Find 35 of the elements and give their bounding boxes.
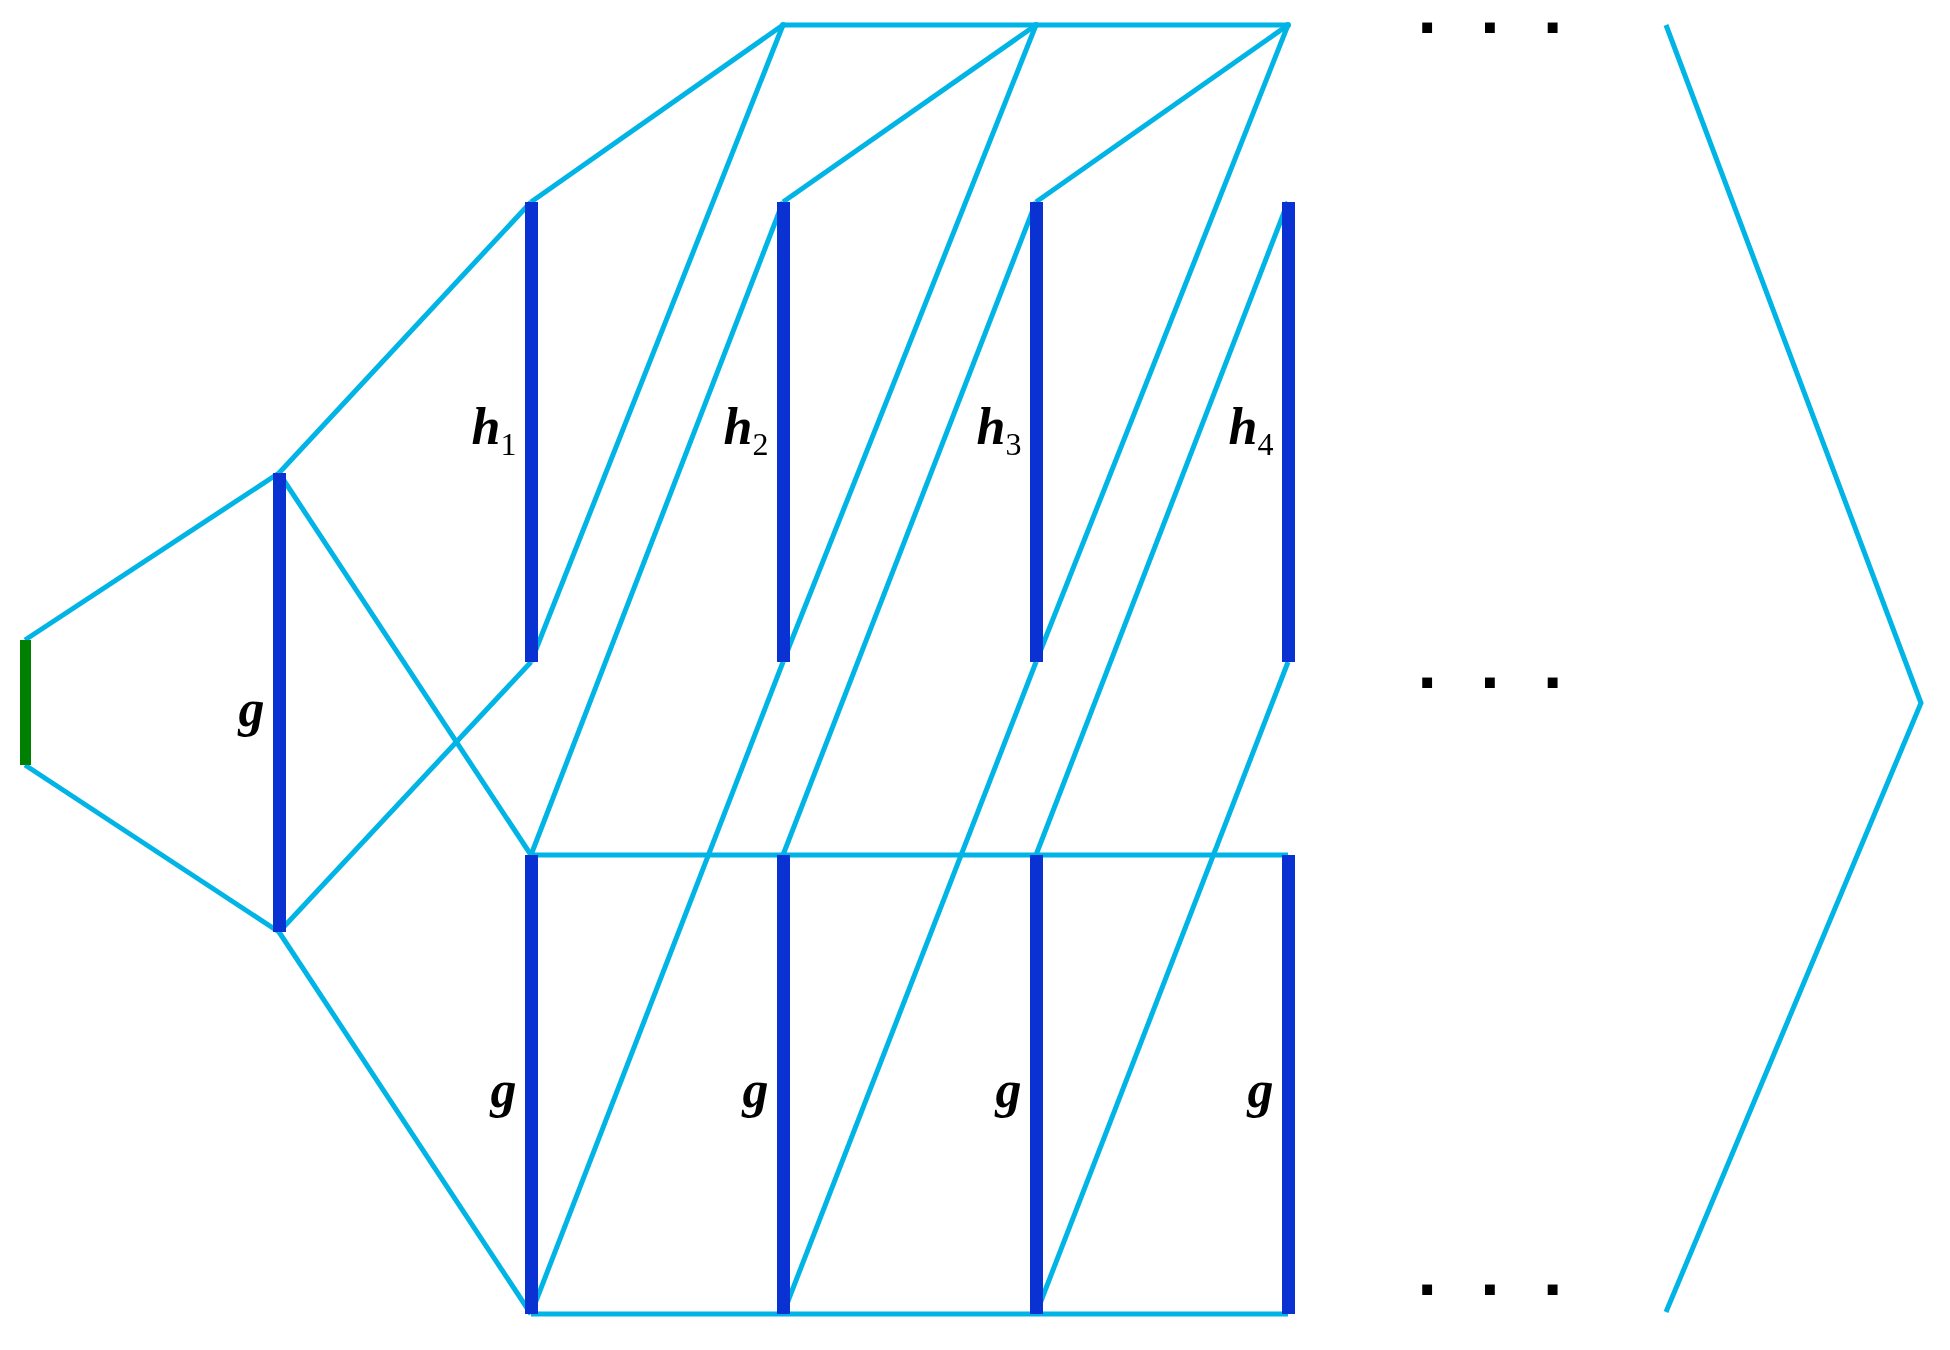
ellipsis-dots: · · ·: [1416, 655, 1564, 711]
junction-dot: [1285, 22, 1291, 28]
tensor-label: g: [742, 1064, 769, 1116]
tensor-bar: [19, 640, 31, 765]
connector-line: [783, 852, 1036, 858]
tensor-label: h$_{2}$: [723, 400, 769, 460]
tensor-bar: [1281, 855, 1295, 1314]
connector-line: [23, 762, 281, 935]
tensor-bar: [1029, 855, 1043, 1314]
tensor-label: h$_{4}$: [1228, 400, 1274, 460]
connector-line: [531, 1311, 783, 1317]
connector-line: [23, 470, 281, 643]
connector-line: [1036, 1311, 1288, 1317]
tensor-bar: [524, 202, 538, 662]
tensor-label: g: [995, 1064, 1022, 1116]
tensor-bar: [776, 855, 790, 1314]
tensor-label: h$_{3}$: [976, 400, 1022, 460]
tensor-bar: [524, 855, 538, 1314]
tensor-bar: [272, 473, 286, 932]
tensor-label: g: [238, 683, 265, 735]
connector-line: [277, 200, 533, 475]
connector-line: [531, 852, 783, 858]
tensor-bar: [1281, 202, 1295, 662]
ellipsis-dots: · · ·: [1416, 0, 1564, 56]
ellipsis-dots: · · ·: [1416, 1262, 1564, 1318]
connector-line: [1036, 852, 1288, 858]
connector-line: [1036, 22, 1288, 28]
tensor-bar: [776, 202, 790, 662]
connector-line: [783, 1311, 1036, 1317]
tensor-label: g: [490, 1064, 517, 1116]
tensor-label: g: [1247, 1064, 1274, 1116]
junction-dot: [780, 22, 786, 28]
tensor-label: h$_{1}$: [471, 400, 517, 460]
connector-line: [783, 22, 1036, 28]
tensor-bar: [1029, 202, 1043, 662]
